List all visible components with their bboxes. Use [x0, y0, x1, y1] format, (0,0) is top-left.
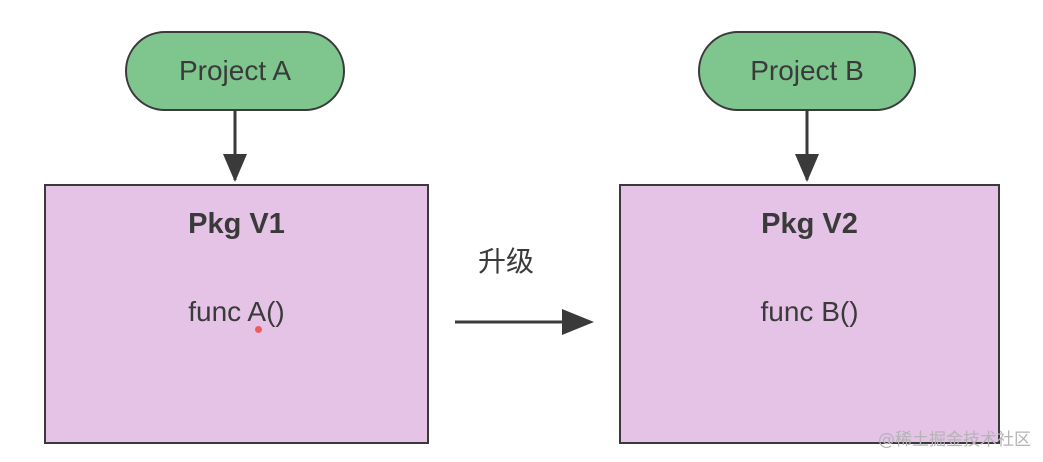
node-project-b-label: Project B — [750, 55, 864, 86]
watermark: @稀土掘金技术社区 — [878, 430, 1031, 450]
node-pkg-v1: Pkg V1 func A() — [44, 184, 429, 444]
arrowhead-project-b — [795, 154, 819, 182]
pkg-v2-title: Pkg V2 — [761, 208, 858, 240]
arrowhead-project-a — [223, 154, 247, 182]
node-project-b: Project B — [698, 31, 916, 111]
pkg-v2-func: func B() — [760, 296, 859, 327]
node-project-a: Project A — [125, 31, 345, 111]
node-pkg-v2: Pkg V2 func B() — [619, 184, 1000, 444]
upgrade-edge-label: 升级 — [478, 245, 535, 278]
cursor-marker-dot — [255, 326, 262, 333]
pkg-v1-func: func A() — [188, 296, 285, 327]
node-project-a-label: Project A — [178, 55, 292, 86]
arrowhead-upgrade — [562, 309, 594, 335]
pkg-v1-title: Pkg V1 — [188, 208, 285, 240]
